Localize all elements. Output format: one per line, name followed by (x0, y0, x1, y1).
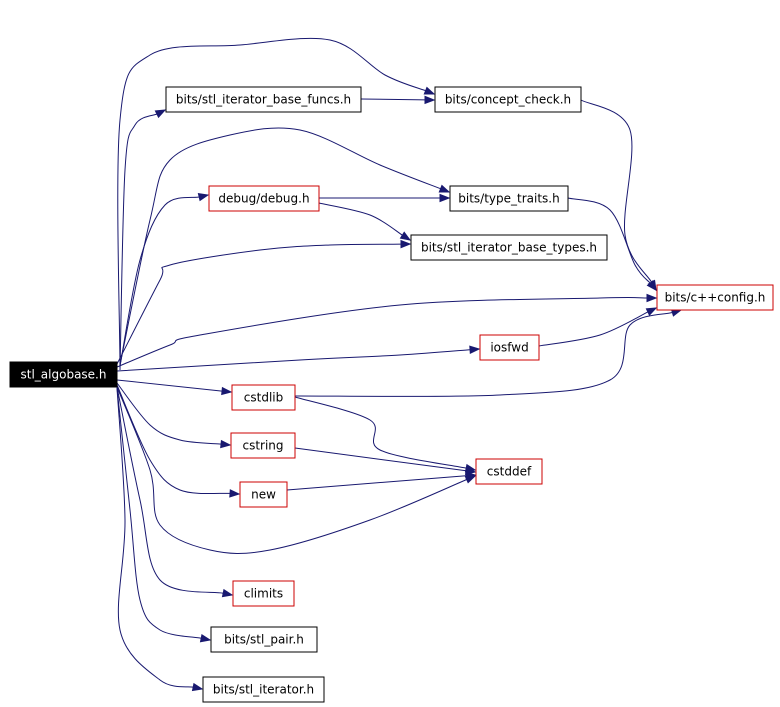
edge-line (116, 379, 223, 392)
edge-debug-to-iterator_base_types (318, 202, 412, 241)
node-cstdlib[interactable]: cstdlib (231, 384, 296, 411)
node-label: climits (244, 587, 283, 601)
node-label: cstring (242, 439, 283, 453)
arrowhead (197, 192, 210, 202)
node-label: debug/debug.h (218, 192, 309, 206)
arrowhead (221, 386, 233, 396)
node-debug[interactable]: debug/debug.h (208, 185, 320, 212)
node-climits[interactable]: climits (232, 580, 295, 607)
node-stl-algobase[interactable]: stl_algobase.h (9, 361, 118, 388)
edge-line (538, 311, 649, 347)
edge-line (567, 197, 651, 284)
node-iterator-base-funcs[interactable]: bits/stl_iterator_base_funcs.h (165, 86, 362, 113)
node-label: bits/c++config.h (665, 291, 766, 305)
node-label: bits/stl_iterator_base_types.h (421, 241, 597, 255)
node-stl-pair[interactable]: bits/stl_pair.h (210, 626, 318, 653)
edge-line (360, 98, 426, 101)
node-label: bits/stl_pair.h (224, 633, 304, 647)
edge-stl_algobase-to-stl_iterator (116, 387, 204, 692)
node-label: bits/stl_iterator.h (213, 683, 314, 697)
edge-stl_algobase-to-type_traits (119, 127, 451, 366)
edge-line (116, 384, 231, 495)
edge-line (286, 475, 467, 491)
edge-line (116, 386, 467, 554)
edge-new-to-cstddef (286, 471, 477, 491)
node-iterator-base-types[interactable]: bits/stl_iterator_base_types.h (410, 234, 608, 261)
arrowhead (439, 193, 451, 203)
arrowhead (400, 239, 412, 249)
edge-stl_algobase-to-cstdlib (116, 379, 233, 396)
edge-concept_check-to-cppconfig (580, 99, 657, 292)
node-label: new (251, 488, 276, 502)
edge-type_traits-to-cppconfig (567, 197, 657, 292)
edge-debug-to-type_traits (319, 193, 451, 203)
node-cstring[interactable]: cstring (230, 432, 296, 459)
node-label: bits/type_traits.h (458, 192, 559, 206)
nodes-layer: stl_algobase.h bits/stl_iterator_base_fu… (9, 86, 774, 703)
node-concept-check[interactable]: bits/concept_check.h (434, 86, 582, 113)
edge-stl_algobase-to-climits (116, 386, 234, 598)
arrowhead (191, 682, 204, 692)
arrowhead (438, 184, 451, 193)
arrowhead (645, 307, 658, 316)
node-cstddef[interactable]: cstddef (475, 458, 543, 485)
arrowhead (469, 345, 481, 354)
arrowhead (465, 471, 477, 480)
edge-iterator_base_funcs-to-concept_check (360, 95, 436, 105)
edge-line (116, 387, 194, 688)
edge-stl_algobase-to-iterator_base_types (116, 239, 412, 365)
arrowhead (423, 86, 436, 95)
edge-line (116, 243, 402, 365)
edge-line (294, 447, 467, 472)
arrowhead (221, 588, 234, 598)
edge-line (116, 349, 471, 372)
edge-line (116, 296, 648, 368)
node-label: iosfwd (490, 341, 528, 355)
edge-line (318, 202, 403, 236)
edge-line (116, 382, 222, 445)
node-label: cstdlib (244, 391, 283, 405)
edge-line (119, 113, 158, 371)
edge-stl_algobase-to-debug (119, 192, 210, 367)
edge-stl_algobase-to-cstddef (116, 386, 477, 554)
edge-stl_algobase-to-new (116, 384, 241, 498)
node-stl-iterator[interactable]: bits/stl_iterator.h (202, 676, 325, 703)
edge-stl_algobase-to-stl_pair (116, 387, 212, 643)
edge-cstdlib-to-cppconfig (294, 308, 683, 397)
node-label: stl_algobase.h (21, 368, 107, 382)
edge-line (294, 312, 673, 397)
node-label: cstddef (487, 465, 532, 479)
arrowhead (399, 231, 412, 241)
node-cppconfig[interactable]: bits/c++config.h (656, 284, 774, 311)
arrowhead (199, 633, 212, 643)
edge-line (116, 387, 202, 639)
edge-iosfwd-to-cppconfig (538, 307, 658, 347)
edge-line (116, 386, 224, 594)
edges-layer (116, 37, 683, 692)
arrowhead (220, 439, 232, 449)
arrowhead (646, 293, 658, 303)
arrowhead (229, 489, 241, 498)
edge-stl_algobase-to-iosfwd (116, 345, 481, 372)
edge-line (580, 99, 653, 283)
arrowhead (154, 109, 167, 119)
arrowhead (424, 95, 436, 105)
node-label: bits/stl_iterator_base_funcs.h (176, 93, 351, 107)
node-label: bits/concept_check.h (445, 93, 571, 107)
arrowhead (646, 280, 657, 292)
edge-stl_algobase-to-cppconfig (116, 293, 658, 368)
edge-line (119, 196, 200, 367)
edge-line (119, 127, 441, 366)
node-iosfwd[interactable]: iosfwd (479, 334, 540, 361)
edge-stl_algobase-to-iterator_base_funcs (119, 109, 167, 371)
node-new[interactable]: new (239, 481, 288, 508)
edge-line (117, 37, 426, 369)
edge-stl_algobase-to-cstring (116, 382, 232, 449)
edge-stl_algobase-to-concept_check (117, 37, 436, 369)
edge-line (294, 396, 467, 469)
node-type-traits[interactable]: bits/type_traits.h (449, 185, 569, 212)
